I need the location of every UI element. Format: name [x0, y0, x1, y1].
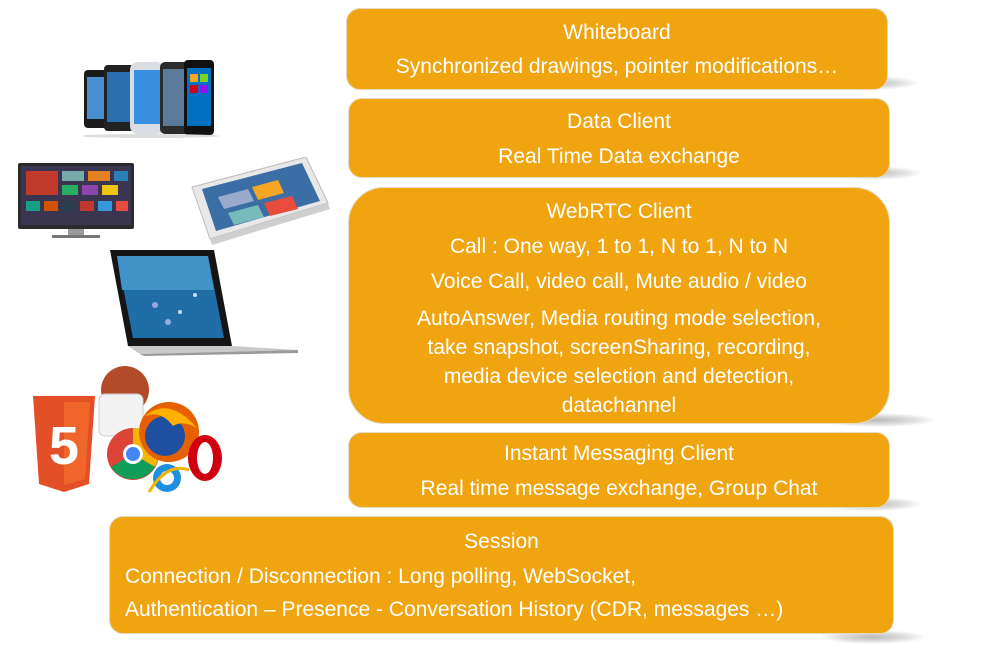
whiteboard-box: Whiteboard Synchronized drawings, pointe…: [346, 8, 888, 90]
smartphones-icon: [84, 60, 219, 138]
webrtc-client-box: WebRTC Client Call : One way, 1 to 1, N …: [348, 187, 890, 424]
session-line-1: Connection / Disconnection : Long pollin…: [125, 565, 636, 588]
whiteboard-line: Synchronized drawings, pointer modificat…: [395, 55, 839, 78]
tablet-icon: [191, 157, 330, 245]
data-client-title: Data Client: [567, 110, 671, 133]
webrtc-line-6: datachannel: [561, 394, 677, 417]
webrtc-line-1: Call : One way, 1 to 1, N to 1, N to N: [449, 235, 789, 258]
browser-logos-icon: 5: [33, 366, 222, 493]
im-client-box: Instant Messaging Client Real time messa…: [348, 432, 890, 508]
data-client-line: Real Time Data exchange: [498, 145, 740, 168]
smart-tv-icon: [18, 163, 134, 238]
webrtc-line-2: Voice Call, video call, Mute audio / vid…: [431, 270, 807, 293]
webrtc-client-title: WebRTC Client: [546, 200, 692, 223]
laptop-icon: [110, 250, 298, 356]
session-box: Session Connection / Disconnection : Lon…: [109, 516, 894, 634]
im-client-title: Instant Messaging Client: [504, 442, 734, 465]
svg-text:5: 5: [49, 416, 79, 476]
webrtc-line-4: take snapshot, screenSharing, recording,: [427, 336, 811, 359]
im-client-line: Real time message exchange, Group Chat: [420, 477, 818, 500]
session-line-2: Authentication – Presence - Conversation…: [125, 598, 784, 621]
whiteboard-title: Whiteboard: [563, 21, 671, 44]
data-client-box: Data Client Real Time Data exchange: [348, 98, 890, 178]
webrtc-line-5: media device selection and detection,: [443, 365, 795, 388]
webrtc-line-3: AutoAnswer, Media routing mode selection…: [417, 307, 821, 330]
session-title: Session: [464, 530, 539, 553]
